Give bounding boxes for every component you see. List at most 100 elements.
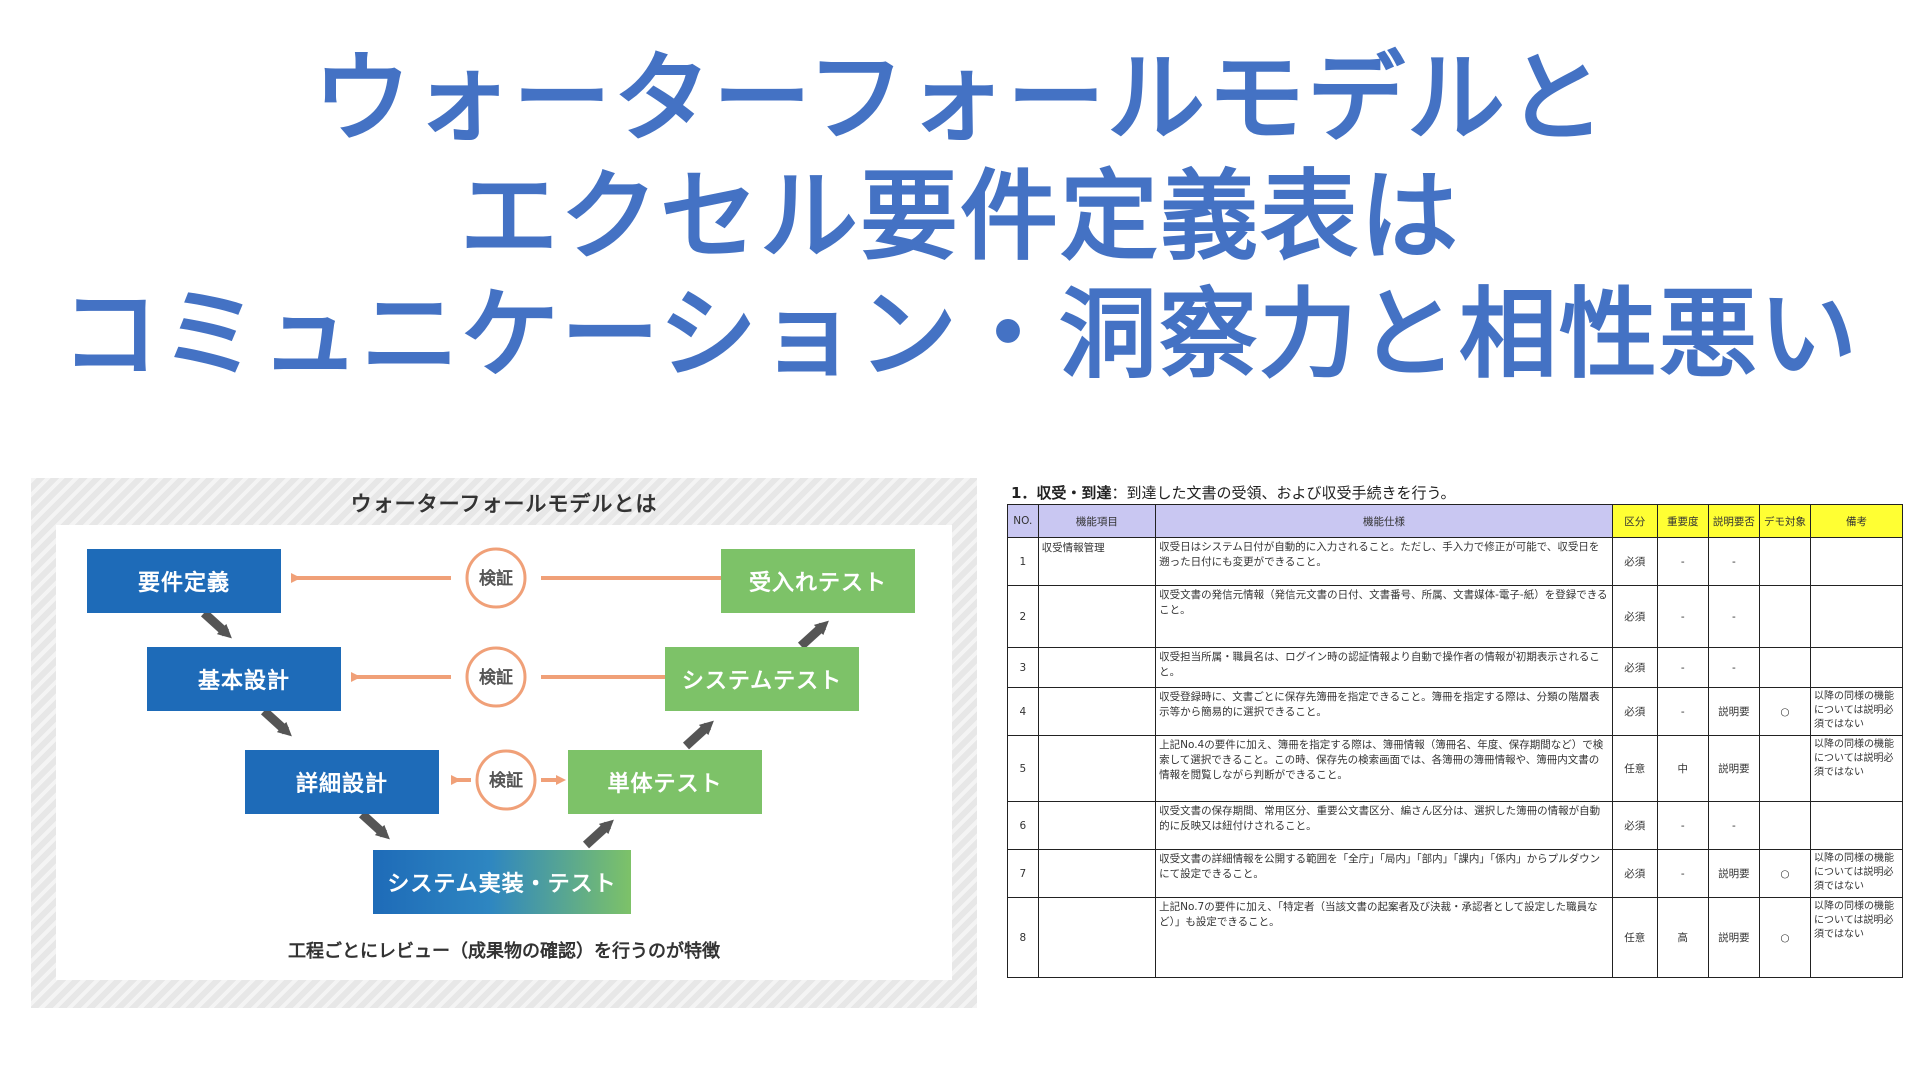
col-header-juyo: 重要度: [1656, 504, 1709, 538]
cell-no: 2: [1007, 585, 1039, 648]
cell-kubun: 必須: [1611, 537, 1658, 586]
step-arrow-down-1: [200, 609, 232, 639]
step-arrow-down-2: [260, 707, 292, 737]
cell-demo: ○: [1758, 849, 1812, 898]
table-row: 2 収受文書の発信元情報（発信元文書の日付、文書番号、所属、文書媒体-電子-紙）…: [1007, 585, 1903, 648]
table-row: 8 上記No.7の要件に加え、「特定者（当該文書の起案者及び決裁・承認者として設…: [1007, 897, 1903, 978]
cell-no: 8: [1007, 897, 1039, 978]
cell-biko: 以降の同様の機能については説明必須ではない: [1810, 897, 1903, 978]
cell-spec: 上記No.7の要件に加え、「特定者（当該文書の起案者及び決裁・承認者として設定し…: [1155, 897, 1613, 978]
cell-setsumei: 説明要: [1707, 735, 1760, 802]
cell-spec: 収受登録時に、文書ごとに保存先簿冊を指定できること。簿冊を指定する際は、分類の階…: [1155, 687, 1613, 736]
box-acceptance-test: 受入れテスト: [721, 549, 915, 613]
cell-setsumei: 説明要: [1707, 849, 1760, 898]
cell-juyo: -: [1656, 585, 1709, 648]
cell-no: 6: [1007, 801, 1039, 850]
cell-demo: [1758, 647, 1812, 688]
cell-juyo: -: [1656, 537, 1709, 586]
table-row: 3 収受担当所属・職員名は、ログイン時の認証情報より自動で操作者の情報が初期表示…: [1007, 647, 1903, 688]
cell-demo: ○: [1758, 687, 1812, 736]
waterfall-caption: 工程ごとにレビュー（成果物の確認）を行うのが特徴: [288, 941, 720, 962]
cell-biko: [1810, 647, 1903, 688]
cell-spec: 収受文書の保存期間、常用区分、重要公文書区分、編さん区分は、選択した簿冊の情報が…: [1155, 801, 1613, 850]
verify-circle-2: [465, 646, 527, 708]
cell-demo: [1758, 801, 1812, 850]
cell-no: 1: [1007, 537, 1039, 586]
cell-juyo: -: [1656, 849, 1709, 898]
cell-demo: [1758, 735, 1812, 802]
cell-kubun: 必須: [1611, 585, 1658, 648]
cell-demo: [1758, 537, 1812, 586]
cell-item: [1037, 801, 1157, 850]
verify-circle-3: [475, 749, 537, 811]
verify-label-1: 検証: [479, 568, 513, 589]
cell-setsumei: 説明要: [1707, 897, 1760, 978]
slide-title: ウォーターフォールモデルと エクセル要件定義表は コミュニケーション・洞察力と相…: [0, 40, 1920, 394]
cell-no: 7: [1007, 849, 1039, 898]
table-row: 5 上記No.4の要件に加え、簿冊を指定する際は、簿冊情報（簿冊名、年度、保存期…: [1007, 735, 1903, 802]
cell-spec: 収受担当所属・職員名は、ログイン時の認証情報より自動で操作者の情報が初期表示され…: [1155, 647, 1613, 688]
spreadsheet-heading-bold: 1．収受・到達: [1011, 484, 1112, 502]
cell-biko: [1810, 801, 1903, 850]
cell-spec: 上記No.4の要件に加え、簿冊を指定する際は、簿冊情報（簿冊名、年度、保存期間な…: [1155, 735, 1613, 802]
col-header-spec: 機能仕様: [1155, 504, 1613, 538]
waterfall-diagram: 検証 検証 検証 要件定義 基本設計 詳細設計 システム実装・テスト 単体テスト…: [56, 525, 952, 980]
col-header-no: NO.: [1007, 504, 1039, 538]
box-basic-design: 基本設計: [147, 647, 341, 711]
title-line-1: ウォーターフォールモデルと: [312, 42, 1608, 156]
cell-setsumei: -: [1707, 537, 1760, 586]
cell-juyo: 高: [1656, 897, 1709, 978]
table-row: 6 収受文書の保存期間、常用区分、重要公文書区分、編さん区分は、選択した簿冊の情…: [1007, 801, 1903, 850]
cell-juyo: -: [1656, 801, 1709, 850]
cell-setsumei: -: [1707, 585, 1760, 648]
col-header-item: 機能項目: [1037, 504, 1157, 538]
title-line-3: コミュニケーション・洞察力と相性悪い: [60, 278, 1860, 392]
step-arrow-up-3: [797, 620, 829, 650]
cell-setsumei: -: [1707, 801, 1760, 850]
cell-no: 3: [1007, 647, 1039, 688]
cell-demo: [1758, 585, 1812, 648]
cell-kubun: 任意: [1611, 897, 1658, 978]
cell-kubun: 任意: [1611, 735, 1658, 802]
cell-item: [1037, 687, 1157, 736]
cell-item: 収受情報管理: [1037, 537, 1157, 586]
waterfall-heading: ウォーターフォールモデルとは: [350, 492, 658, 516]
cell-setsumei: 説明要: [1707, 687, 1760, 736]
col-header-biko: 備考: [1810, 504, 1903, 538]
step-arrow-up-2: [682, 720, 714, 750]
cell-item: [1037, 585, 1157, 648]
waterfall-diagram-panel: ウォーターフォールモデルとは 検証 検証 検: [31, 478, 977, 1008]
table-row: 4 収受登録時に、文書ごとに保存先簿冊を指定できること。簿冊を指定する際は、分類…: [1007, 687, 1903, 736]
table-header-row: NO. 機能項目 機能仕様 区分 重要度 説明要否 デモ対象 備考: [1007, 504, 1903, 538]
requirements-table: NO. 機能項目 機能仕様 区分 重要度 説明要否 デモ対象 備考 1 収受情報…: [1007, 504, 1903, 978]
cell-juyo: -: [1656, 687, 1709, 736]
cell-item: [1037, 735, 1157, 802]
cell-demo: ○: [1758, 897, 1812, 978]
box-system-test: システムテスト: [665, 647, 859, 711]
cell-spec: 収受文書の詳細情報を公開する範囲を「全庁」「局内」「部内」「課内」「係内」からプ…: [1155, 849, 1613, 898]
cell-kubun: 必須: [1611, 849, 1658, 898]
col-header-setsumei: 説明要否: [1707, 504, 1760, 538]
title-line-2: エクセル要件定義表は: [459, 160, 1460, 274]
cell-spec: 収受文書の発信元情報（発信元文書の日付、文書番号、所属、文書媒体-電子-紙）を登…: [1155, 585, 1613, 648]
box-requirements: 要件定義: [87, 549, 281, 613]
cell-spec: 収受日はシステム日付が自動的に入力されること。ただし、手入力で修正が可能で、収受…: [1155, 537, 1613, 586]
cell-biko: 以降の同様の機能については説明必須ではない: [1810, 687, 1903, 736]
verify-circle-1: [465, 547, 527, 609]
table-row: 7 収受文書の詳細情報を公開する範囲を「全庁」「局内」「部内」「課内」「係内」か…: [1007, 849, 1903, 898]
cell-item: [1037, 647, 1157, 688]
cell-kubun: 必須: [1611, 687, 1658, 736]
cell-kubun: 必須: [1611, 801, 1658, 850]
step-arrow-down-3: [358, 810, 390, 840]
cell-no: 5: [1007, 735, 1039, 802]
table-row: 1 収受情報管理 収受日はシステム日付が自動的に入力されること。ただし、手入力で…: [1007, 537, 1903, 586]
spreadsheet-heading-rest: ：到達した文書の受領、および収受手続きを行う。: [1111, 484, 1456, 502]
cell-no: 4: [1007, 687, 1039, 736]
cell-biko: [1810, 585, 1903, 648]
col-header-demo: デモ対象: [1758, 504, 1812, 538]
col-header-kubun: 区分: [1611, 504, 1658, 538]
cell-item: [1037, 897, 1157, 978]
cell-biko: 以降の同様の機能については説明必須ではない: [1810, 849, 1903, 898]
requirements-spreadsheet: 1．収受・到達：到達した文書の受領、および収受手続きを行う。 NO. 機能項目 …: [1003, 478, 1905, 990]
cell-juyo: -: [1656, 647, 1709, 688]
